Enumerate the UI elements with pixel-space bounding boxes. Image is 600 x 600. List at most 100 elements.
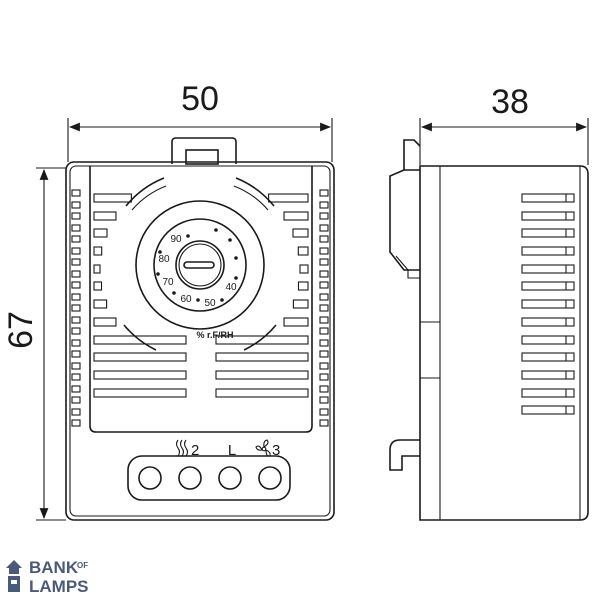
side-vent-slot [521, 352, 575, 362]
rib-left [71, 258, 81, 266]
fan-icon [255, 439, 271, 457]
side-vent-slot [521, 246, 575, 256]
dial-scale-label: 90 [170, 234, 182, 245]
bank-of-lamps-logo: BANK OF LAMPS [6, 558, 89, 596]
vent-slot [215, 370, 309, 380]
rib-right [319, 373, 329, 381]
rib-right [319, 316, 329, 324]
rib-left [71, 281, 81, 289]
vent-slot [93, 299, 108, 309]
vent-slot [268, 193, 309, 203]
rib-right [319, 304, 329, 312]
rib-left [71, 419, 81, 427]
rib-right [319, 281, 329, 289]
rib-left [71, 235, 81, 243]
rib-right [319, 247, 329, 255]
rib-right [319, 362, 329, 370]
rib-left [71, 339, 81, 347]
rib-right [319, 258, 329, 266]
rib-left [71, 373, 81, 381]
rib-right [319, 419, 329, 427]
side-ventilation-ribs [71, 189, 329, 427]
vent-slot [93, 264, 101, 274]
vent-slot [93, 317, 117, 327]
vent-slot [283, 211, 309, 221]
rib-left [71, 224, 81, 232]
depth-dimension: 38 [419, 83, 589, 165]
rib-left [71, 316, 81, 324]
dial-scale-label: 70 [162, 277, 174, 288]
vent-slot [93, 211, 117, 221]
logo-line2: LAMPS [29, 577, 89, 596]
vent-slot [93, 193, 132, 203]
vent-slot [93, 281, 103, 291]
rib-left [71, 247, 81, 255]
side-vent-slot [521, 317, 575, 327]
dial-tick-dot [234, 256, 238, 260]
rib-right [319, 212, 329, 220]
dial-tick-dot [156, 272, 160, 276]
vent-slot [215, 335, 309, 345]
dial-tick-dot [220, 298, 224, 302]
dial-scale-label: 80 [158, 254, 170, 265]
vent-slot [297, 281, 309, 291]
rib-right [319, 189, 329, 197]
rib-right [319, 235, 329, 243]
vent-slot [283, 317, 309, 327]
heater-icon [175, 439, 189, 457]
vent-slot [215, 352, 309, 362]
vent-slot [93, 228, 108, 238]
height-label: 67 [2, 311, 40, 349]
side-vent-slot [521, 299, 575, 309]
dial-scale-label: 60 [180, 294, 192, 305]
height-dimension: 67 [2, 167, 66, 521]
rib-right [319, 293, 329, 301]
rib-right [319, 396, 329, 404]
terminal-l-label: L [228, 442, 236, 459]
vent-slot [93, 352, 187, 362]
dial-pointer[interactable] [183, 261, 215, 269]
vent-slot [215, 388, 309, 398]
rib-right [319, 339, 329, 347]
rib-right [319, 350, 329, 358]
unit-label: % r.F/RH [196, 330, 233, 340]
vent-slot [292, 228, 309, 238]
rib-right [319, 327, 329, 335]
terminal-2-label: 2 [191, 442, 199, 459]
rib-left [71, 201, 81, 209]
rib-left [71, 189, 81, 197]
terminal-screw-3[interactable] [218, 466, 242, 490]
dial-scale-label: 40 [225, 282, 237, 293]
terminal-screw-2[interactable] [178, 466, 202, 490]
rib-right [319, 224, 329, 232]
terminal-screw-1[interactable] [138, 466, 162, 490]
dial-tick-dot [228, 238, 232, 242]
width-label: 50 [181, 80, 219, 118]
dial-tick-dot [196, 298, 200, 302]
dial-tick-dot [158, 250, 162, 254]
rib-right [319, 201, 329, 209]
rib-left [71, 385, 81, 393]
side-vent-slot [521, 281, 575, 291]
depth-label: 38 [491, 83, 529, 121]
rib-left [71, 293, 81, 301]
dial-tick-dot [214, 228, 218, 232]
rib-left [71, 350, 81, 358]
side-vent-slot [521, 405, 575, 415]
dial-tick-dot [172, 291, 176, 295]
width-dimension: 50 [67, 80, 333, 162]
ventilation-slots [93, 193, 309, 398]
terminal-screw-4[interactable] [258, 466, 282, 490]
rib-right [319, 270, 329, 278]
side-view [389, 139, 589, 521]
dial-scale-label: 50 [204, 298, 216, 309]
vent-slot [93, 388, 187, 398]
terminal-block [127, 455, 291, 501]
rib-left [71, 396, 81, 404]
rib-left [71, 212, 81, 220]
dial-tick-dot [234, 276, 238, 280]
vent-slot [299, 264, 309, 274]
